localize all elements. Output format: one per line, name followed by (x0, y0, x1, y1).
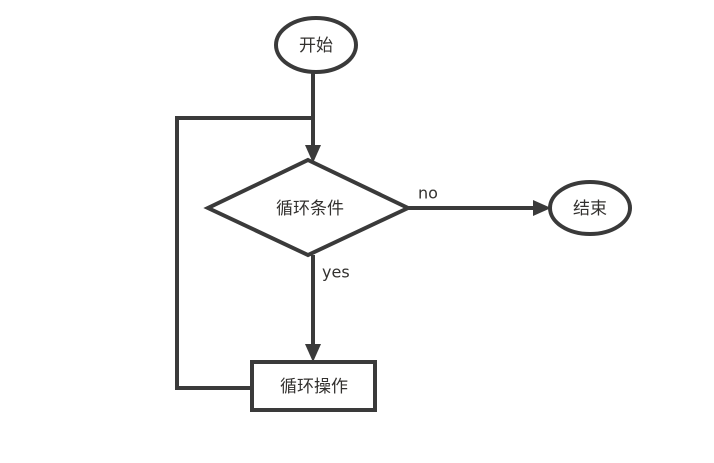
arrowhead-right-to-end (533, 200, 551, 216)
edge-process-loopback (175, 116, 313, 390)
process-node-label: 循环操作 (280, 377, 348, 397)
end-node-label: 结束 (573, 199, 607, 219)
end-node[interactable]: 结束 (548, 180, 632, 236)
edge-condition-to-end: no (408, 184, 551, 216)
edge-process-loopback-line (175, 116, 313, 390)
arrowhead-down-to-condition (305, 145, 321, 163)
process-node[interactable]: 循环操作 (250, 360, 377, 412)
arrowhead-down-to-process (305, 344, 321, 362)
condition-node[interactable]: 循环条件 (203, 157, 413, 258)
condition-node-shape[interactable] (203, 157, 413, 258)
end-node-shape[interactable] (548, 180, 632, 236)
edge-label-yes: yes (322, 263, 350, 282)
condition-node-label: 循环条件 (276, 199, 344, 219)
process-node-shape[interactable] (250, 360, 377, 412)
edge-label-no: no (418, 184, 438, 203)
edge-condition-to-process: yes (305, 255, 350, 362)
start-node[interactable]: 开始 (274, 16, 358, 74)
start-node-shape[interactable] (274, 16, 358, 74)
start-node-label: 开始 (299, 36, 333, 56)
edge-start-to-condition (305, 72, 321, 163)
